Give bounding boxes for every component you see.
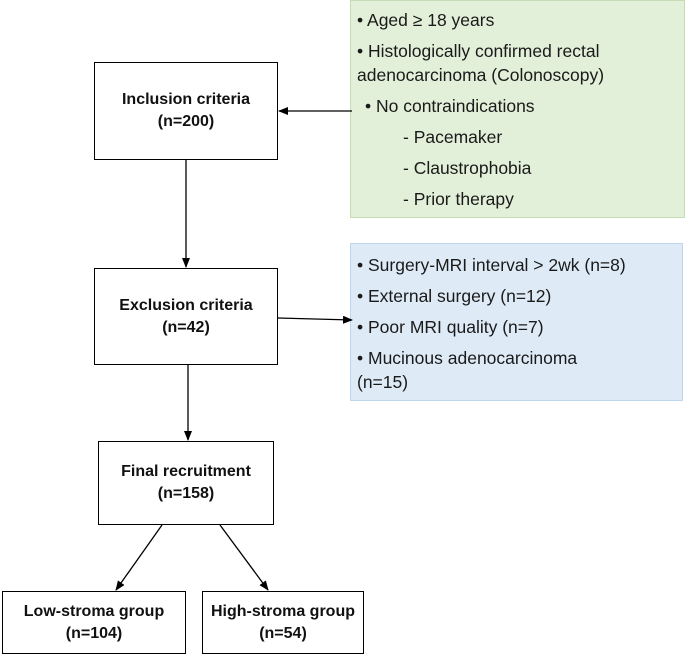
inclusion-criteria-panel: • Aged ≥ 18 years • Histologically confi… [350, 0, 685, 218]
inclusion-criterion-histology: • Histologically confirmed rectal [357, 41, 600, 61]
low-stroma-group-box: Low-stroma group (n=104) [2, 591, 186, 654]
inclusion-criterion-histology-cont: adenocarcinoma (Colonoscopy) [357, 65, 605, 85]
exclusion-criterion-mucinous-count: (n=15) [357, 372, 409, 392]
high-stroma-group-box: High-stroma group (n=54) [202, 591, 364, 654]
exclusion-criterion-interval: • Surgery-MRI interval > 2wk (n=8) [357, 255, 626, 275]
arrow-exclusion-to-panel [277, 315, 353, 324]
contraindication-prior-therapy: - Prior therapy [403, 189, 514, 209]
exclusion-criteria-title: Exclusion criteria [119, 296, 253, 314]
arrow-final-to-high-stroma [219, 524, 269, 591]
final-recruitment-count: (n=158) [157, 485, 215, 502]
arrow-final-to-low-stroma [115, 524, 163, 591]
exclusion-criteria-panel: • Surgery-MRI interval > 2wk (n=8) • Ext… [350, 243, 683, 401]
exclusion-criteria-box: Exclusion criteria (n=42) [94, 268, 278, 365]
final-recruitment-box: Final recruitment (n=158) [98, 441, 274, 525]
exclusion-criterion-external-surgery: • External surgery (n=12) [357, 286, 552, 306]
inclusion-criteria-title: Inclusion criteria [121, 91, 251, 108]
inclusion-criteria-count: (n=200) [157, 113, 215, 130]
exclusion-criteria-count: (n=42) [162, 318, 210, 336]
contraindication-claustrophobia: - Claustrophobia [403, 158, 532, 178]
inclusion-criteria-box: Inclusion criteria (n=200) [94, 62, 278, 160]
low-stroma-group-title: Low-stroma group [23, 602, 165, 620]
low-stroma-group-count: (n=104) [65, 624, 123, 642]
inclusion-criterion-age: • Aged ≥ 18 years [357, 10, 495, 30]
high-stroma-group-title: High-stroma group [211, 602, 355, 620]
inclusion-criterion-no-contraindications: • No contraindications [365, 96, 535, 116]
high-stroma-group-count: (n=54) [259, 624, 307, 642]
contraindication-pacemaker: - Pacemaker [403, 127, 503, 147]
exclusion-criterion-mucinous: • Mucinous adenocarcinoma [357, 348, 578, 368]
exclusion-criterion-mri-quality: • Poor MRI quality (n=7) [357, 317, 544, 337]
final-recruitment-title: Final recruitment [121, 463, 251, 480]
